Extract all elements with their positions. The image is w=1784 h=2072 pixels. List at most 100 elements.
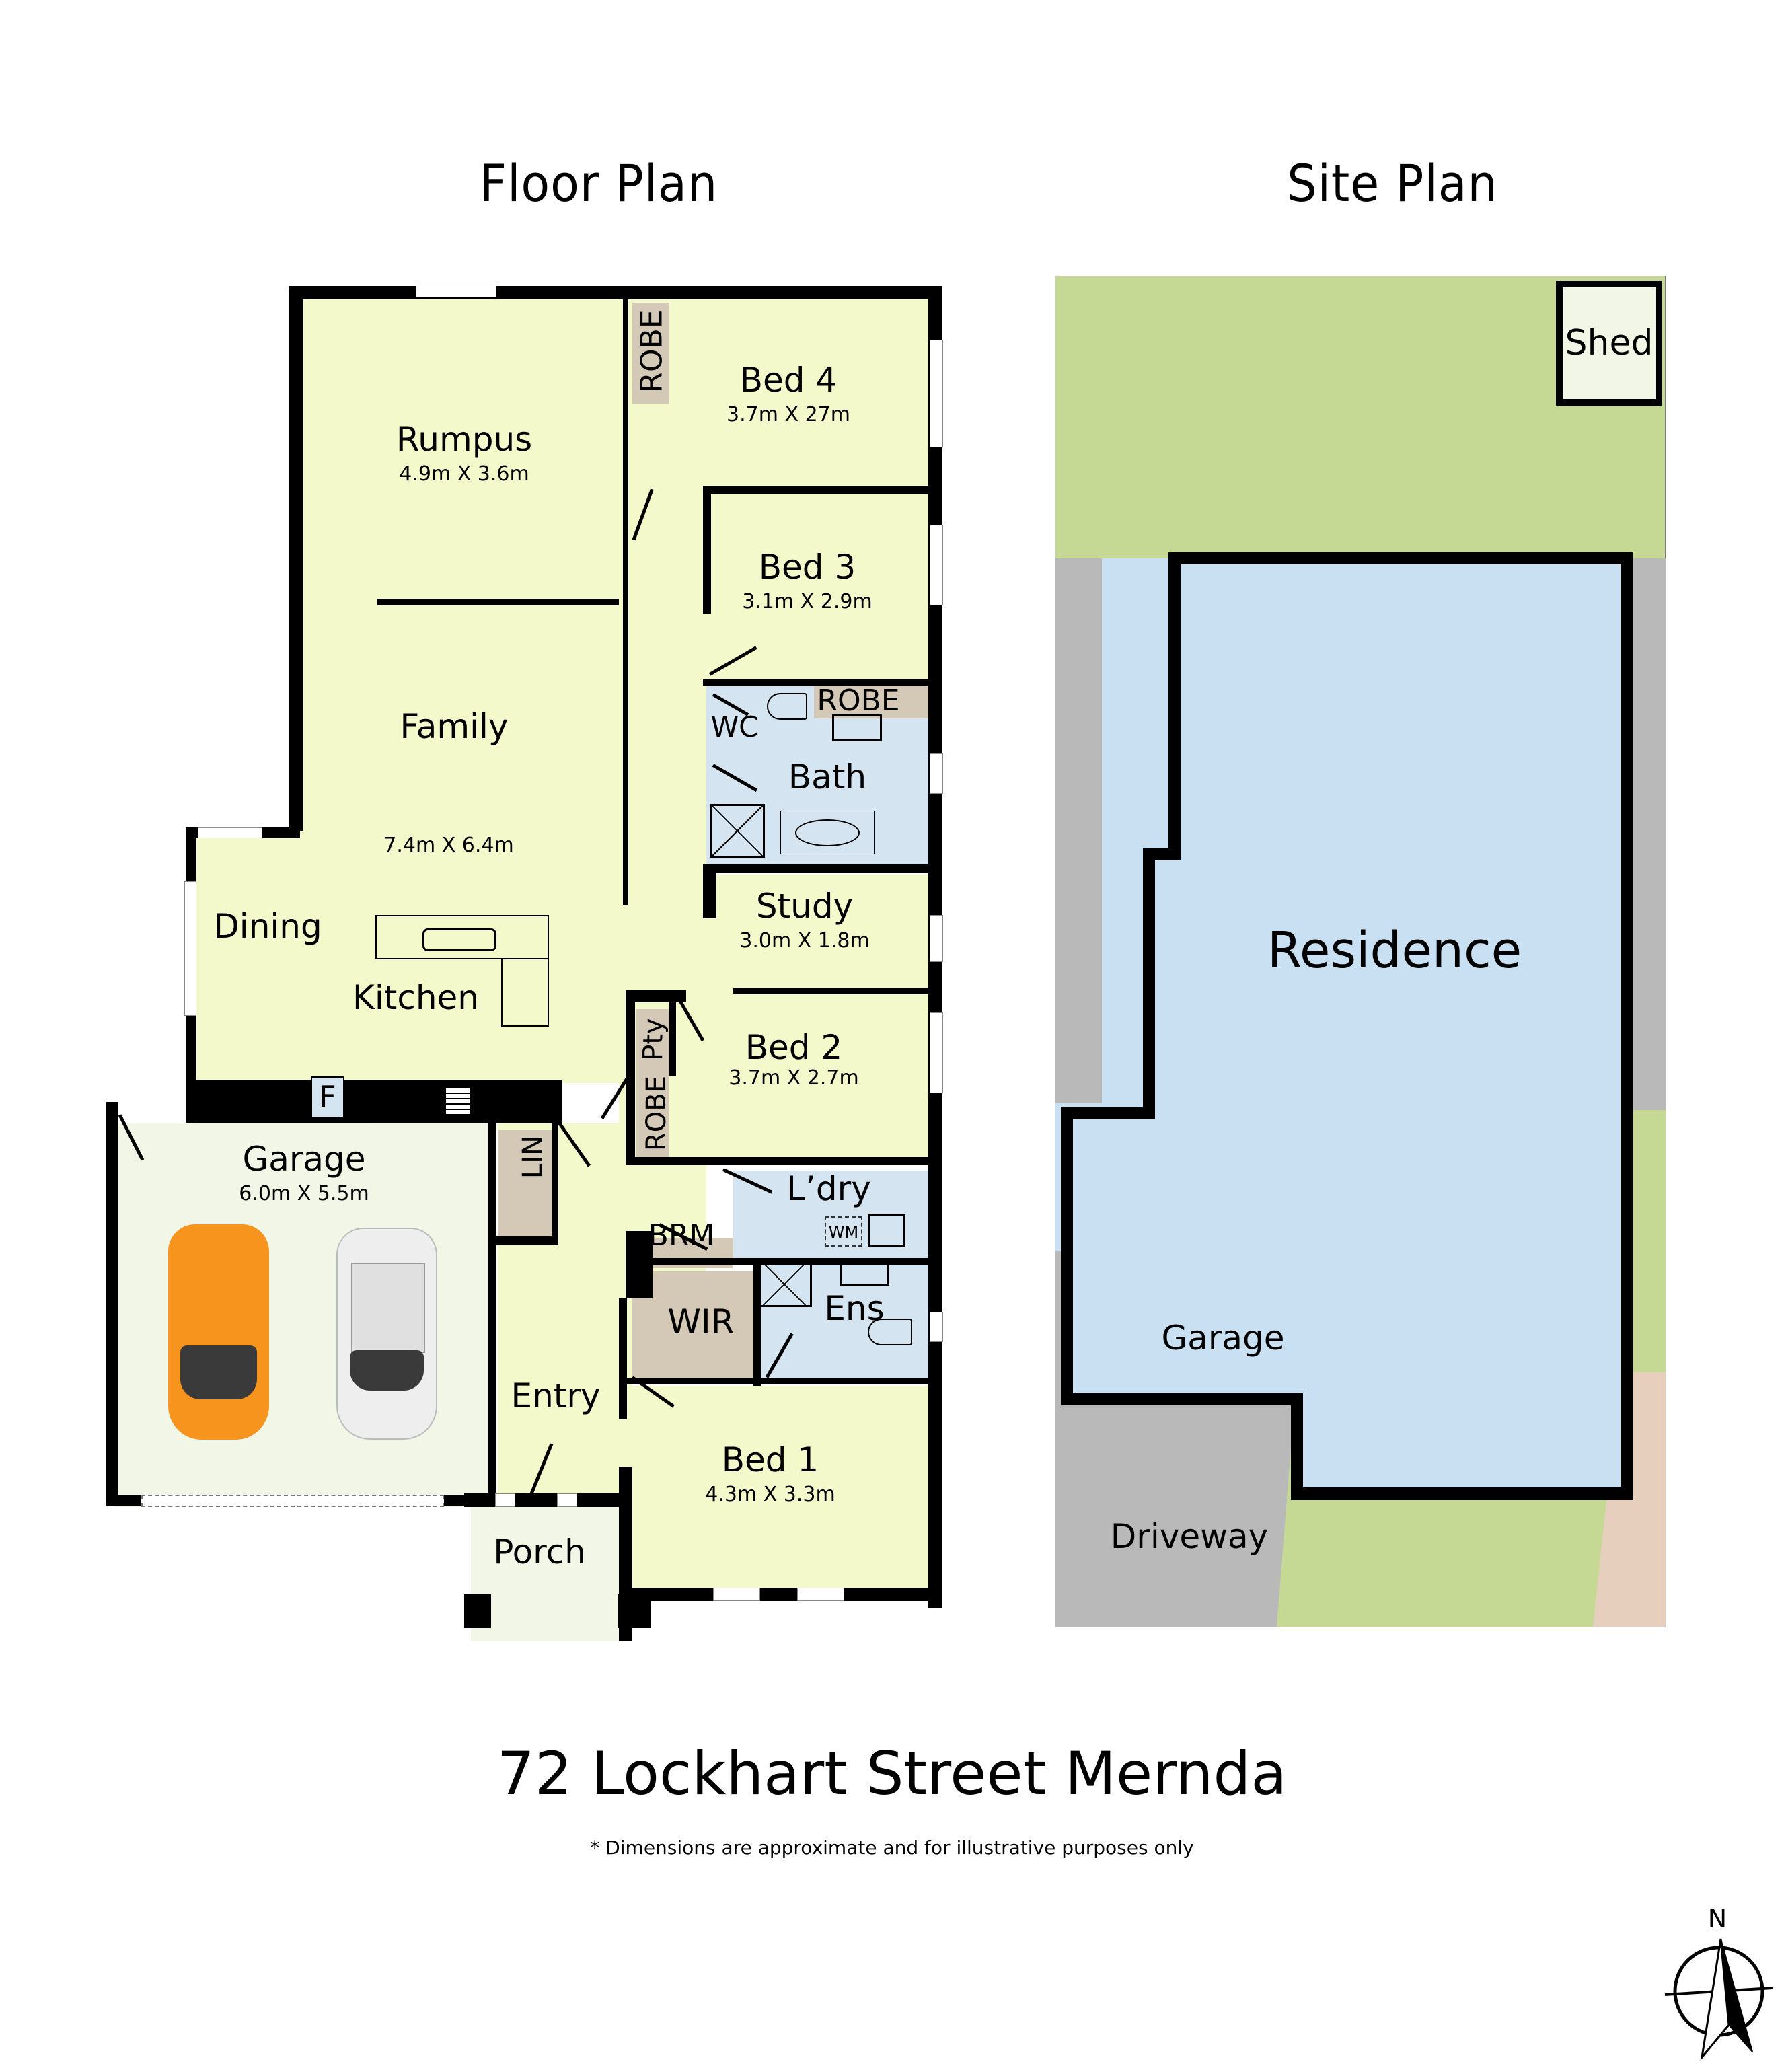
driveway-label: Driveway: [1110, 1517, 1269, 1556]
robe-bed4: [632, 303, 669, 404]
porch-area: [471, 1507, 626, 1641]
cooktop-icon: [444, 1086, 472, 1116]
white-car-icon: [336, 1228, 437, 1440]
orange-car-icon: [168, 1224, 269, 1440]
sink-icon: [422, 928, 496, 951]
linen-label: LIN: [517, 1135, 549, 1179]
kitchen-label: Kitchen: [352, 978, 479, 1017]
window: [184, 881, 196, 1016]
laundry-tub-icon: [868, 1214, 905, 1247]
wall: [186, 1080, 562, 1123]
ensuite-label: Ens: [824, 1289, 885, 1328]
robe-bed3-label: ROBE: [817, 683, 900, 718]
ensuite-basin-icon: [840, 1261, 889, 1286]
wall: [626, 1588, 942, 1601]
wall: [626, 990, 635, 1165]
wir-label: WIR: [667, 1302, 735, 1341]
wall: [488, 1236, 558, 1245]
wc-label: WC: [710, 710, 759, 743]
wall: [289, 286, 303, 831]
wm-label: WM: [828, 1223, 859, 1242]
window: [557, 1493, 577, 1507]
wall: [464, 1493, 632, 1507]
wall: [377, 599, 619, 605]
window: [930, 1012, 943, 1093]
robe-bed3: [814, 685, 928, 718]
bed1-room: [632, 1386, 928, 1601]
window: [930, 525, 943, 605]
residence-label: Residence: [1267, 922, 1522, 979]
site-plan-heading: Site Plan: [1287, 153, 1498, 213]
shower-icon: [710, 804, 765, 858]
dining-room: [195, 834, 303, 1083]
window: [930, 753, 943, 794]
bed2-room: [673, 996, 928, 1164]
rumpus-room: [296, 296, 619, 612]
wall: [626, 1157, 932, 1165]
wall: [464, 1594, 491, 1628]
shed-label: Shed: [1565, 323, 1653, 363]
ensuite-toilet-icon: [868, 1319, 912, 1345]
wall: [703, 864, 716, 918]
north-compass-icon: N: [1662, 1904, 1776, 2065]
laundry-label: L’dry: [786, 1169, 871, 1208]
bath-label: Bath: [788, 757, 867, 797]
laundry-room: [733, 1171, 935, 1265]
family-dims: 7.4m X 6.4m: [383, 834, 514, 857]
toilet-icon: [767, 693, 807, 720]
wir-room: [632, 1271, 760, 1382]
floor-plan-heading: Floor Plan: [479, 153, 718, 213]
washing-machine: [825, 1216, 862, 1247]
pantry: [636, 1009, 669, 1076]
wall: [488, 1110, 496, 1507]
window: [930, 1312, 943, 1342]
window: [416, 283, 496, 297]
wall: [618, 1594, 651, 1628]
wall: [623, 299, 628, 905]
wall: [669, 996, 676, 1076]
property-address: 72 Lockhart Street Mernda: [496, 1739, 1288, 1808]
bathtub-basin: [795, 819, 860, 846]
disclaimer: * Dimensions are approximate and for ill…: [590, 1837, 1194, 1859]
wall: [733, 988, 932, 994]
basin-icon: [832, 714, 882, 741]
fridge-label: F: [319, 1080, 336, 1114]
kitchen-bench: [371, 1080, 558, 1123]
wall: [619, 1298, 627, 1419]
robe-bed2-label: ROBE: [641, 1076, 672, 1151]
family-label: Family: [400, 707, 509, 746]
wall: [626, 1231, 653, 1298]
wall: [703, 864, 932, 873]
wall: [703, 486, 711, 614]
fridge: [311, 1076, 344, 1118]
site-plan-drawing: [1055, 276, 1666, 1627]
window: [495, 1493, 515, 1507]
wall: [552, 1123, 558, 1241]
bed4-room: [632, 296, 928, 491]
entry-label: Entry: [511, 1376, 601, 1415]
ensuite-shower-icon: [757, 1261, 812, 1307]
bathtub-icon: [780, 811, 875, 854]
site-plan: Shed Residence Garage Driveway: [1055, 276, 1667, 1628]
window: [930, 915, 943, 962]
robe-bed2: [636, 1076, 669, 1157]
kitchen-island: [375, 915, 549, 959]
wall: [703, 679, 932, 686]
family-room: [296, 612, 619, 1083]
site-garage-label: Garage: [1161, 1319, 1285, 1358]
wall: [703, 486, 932, 494]
north-label: N: [1707, 1904, 1727, 1933]
wall: [106, 1102, 118, 1506]
wall: [626, 1378, 932, 1384]
window: [198, 827, 262, 838]
window: [930, 340, 943, 447]
study-room: [706, 875, 928, 996]
